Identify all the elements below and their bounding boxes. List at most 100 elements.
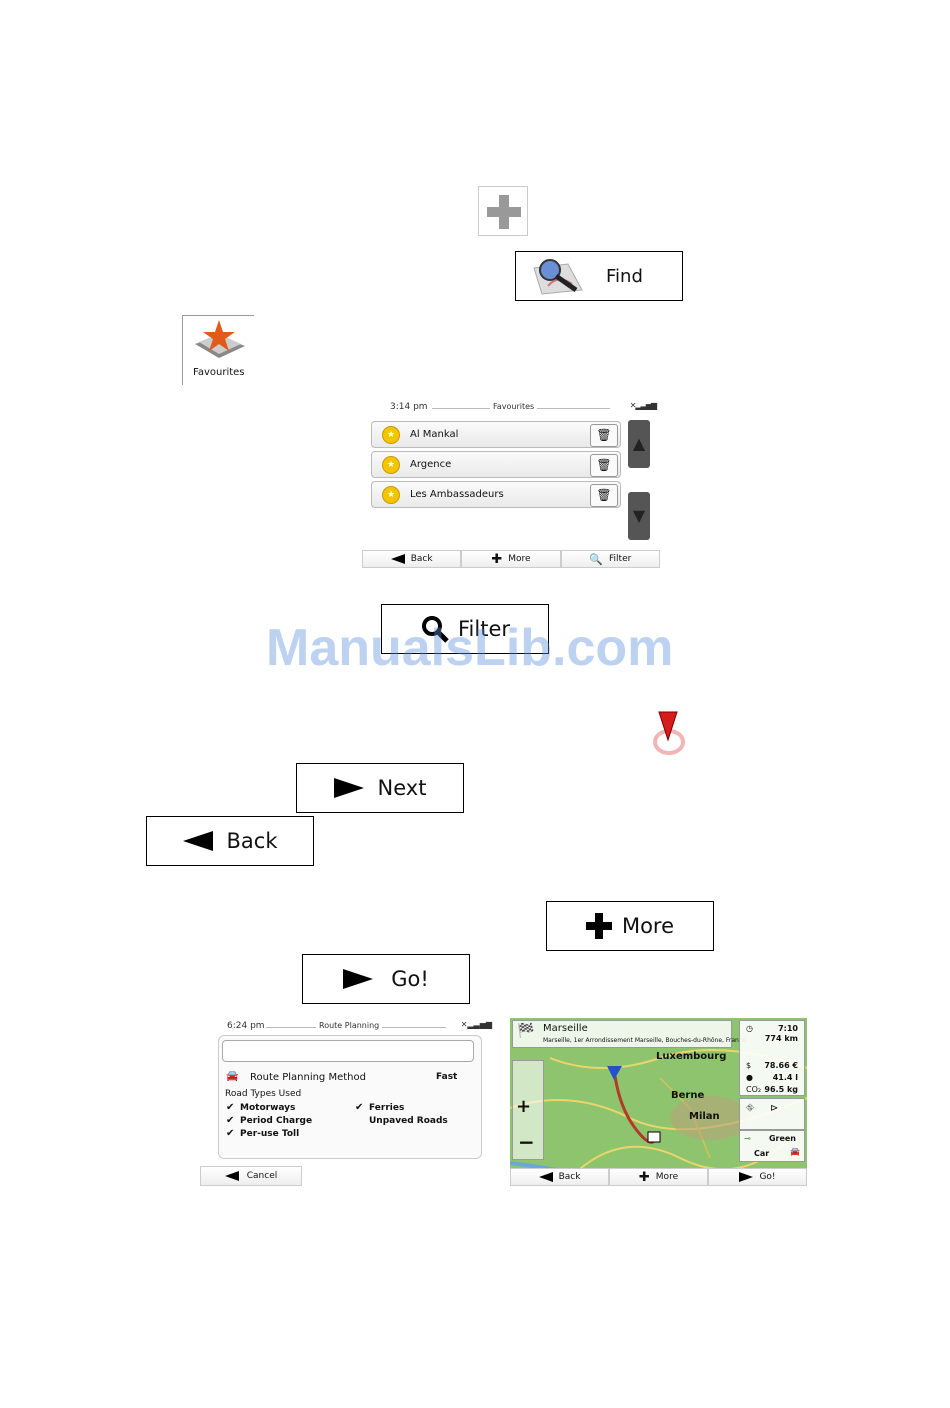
signal-icon: ✕▂▃▅▆ <box>629 401 657 410</box>
favourite-pin-icon: ★ <box>382 486 400 504</box>
favourite-pin-icon: ★ <box>382 456 400 474</box>
favourite-item[interactable]: ★ Les Ambassadeurs 🗑 <box>371 481 621 508</box>
route-planning-screen: 6:24 pm Route Planning ✕▂▃▅▆ 🚘 Route Pla… <box>200 1018 496 1186</box>
city-label: Luxembourg <box>656 1051 727 1062</box>
more-button[interactable]: More <box>546 901 714 951</box>
favourites-label: Favourites <box>193 367 245 378</box>
cost-icon: $ <box>746 1061 752 1070</box>
scroll-up-button[interactable]: ▲ <box>628 420 650 468</box>
magnifier-icon <box>421 616 449 643</box>
trash-icon[interactable]: 🗑 <box>590 484 618 507</box>
plus-icon <box>585 913 612 939</box>
cancel-button[interactable]: Cancel <box>200 1166 302 1186</box>
trash-icon[interactable]: 🗑 <box>590 454 618 477</box>
co2-value: 96.5 kg <box>764 1085 798 1094</box>
distance-value: 774 km <box>764 1034 798 1043</box>
route-mode-value: Green <box>768 1134 796 1143</box>
option-motorways[interactable]: Motorways <box>240 1103 296 1113</box>
plus-icon: ✚ <box>491 551 503 567</box>
magnifier-icon: 🔍 <box>589 552 604 566</box>
toll-icon: ⊳ <box>770 1103 779 1114</box>
co2-icon: CO₂ <box>746 1085 762 1094</box>
bottom-bar: Back ✚ More Go! <box>510 1168 807 1186</box>
check-icon: ✔ <box>226 1102 235 1113</box>
back-label: Back <box>226 829 278 853</box>
back-arrow-icon <box>390 554 405 564</box>
check-icon: ✔ <box>355 1102 364 1113</box>
destination-header: 🏁 Marseille Marseille, 1er Arrondissemen… <box>512 1020 746 1048</box>
favourite-item[interactable]: ★ Al Mankal 🗑 <box>371 421 621 448</box>
right-arrow-icon <box>343 969 374 989</box>
status-bar: 6:24 pm Route Planning ✕▂▃▅▆ <box>227 1020 492 1031</box>
road-types-label: Road Types Used <box>225 1089 302 1099</box>
go-label: Go! <box>391 967 429 991</box>
more-label: More <box>621 914 675 938</box>
clock-icon: ◷ <box>746 1024 753 1033</box>
find-button[interactable]: Find <box>515 251 683 301</box>
zoom-out-button[interactable]: − <box>518 1130 535 1154</box>
option-ferries[interactable]: Ferries <box>369 1103 405 1113</box>
scroll-down-button[interactable]: ▼ <box>628 492 650 540</box>
map-search-icon <box>533 259 583 295</box>
option-unpaved-roads[interactable]: Unpaved Roads <box>369 1116 448 1126</box>
left-arrow-icon <box>182 831 213 851</box>
fuel-icon: ● <box>746 1073 753 1082</box>
car-icon: 🚘 <box>226 1071 239 1082</box>
favourite-item[interactable]: ★ Argence 🗑 <box>371 451 621 478</box>
filter-button[interactable]: 🔍 Filter <box>560 550 660 568</box>
status-bar: 3:14 pm Favourites ✕▂▃▅▆ <box>362 400 660 418</box>
screen-title: Favourites <box>490 402 538 411</box>
motorway-icon: ⛗ <box>746 1103 754 1114</box>
signal-icon: ✕▂▃▅▆ <box>460 1020 492 1029</box>
car-icon: 🚘 <box>790 1147 800 1156</box>
route-type-icon: ⊸ <box>744 1134 751 1143</box>
right-arrow-icon <box>333 778 364 798</box>
route-method-value[interactable]: Fast <box>436 1072 458 1082</box>
route-input[interactable] <box>222 1040 474 1062</box>
favourites-button[interactable]: Favourites <box>182 315 254 385</box>
back-button[interactable]: Back <box>510 1168 609 1186</box>
watermark: ManualsLib.com <box>266 619 674 677</box>
checkered-flag-icon: 🏁 <box>517 1023 535 1039</box>
right-arrow-icon <box>739 1172 754 1182</box>
vehicle-value: Car <box>754 1149 770 1158</box>
back-arrow-icon <box>224 1171 239 1181</box>
destination-name: Marseille <box>543 1023 588 1034</box>
red-pin-icon <box>653 711 685 755</box>
next-label: Next <box>377 776 427 800</box>
screen-title: Route Planning <box>316 1021 383 1030</box>
go-button[interactable]: Go! <box>708 1168 807 1186</box>
zoom-in-button[interactable]: + <box>516 1096 532 1117</box>
city-label: Berne <box>671 1090 705 1101</box>
next-button[interactable]: Next <box>296 763 464 813</box>
back-button[interactable]: Back <box>362 550 462 568</box>
city-label: Milan <box>689 1111 720 1122</box>
check-icon: ✔ <box>226 1128 235 1139</box>
plus-button[interactable] <box>478 186 528 236</box>
option-period-charge[interactable]: Period Charge <box>240 1116 313 1126</box>
eta-value: 7:10 <box>778 1024 798 1033</box>
route-method-label: Route Planning Method <box>250 1072 366 1083</box>
option-per-use-toll[interactable]: Per-use Toll <box>240 1129 300 1139</box>
back-arrow-icon <box>538 1172 553 1182</box>
bottom-bar: Back ✚ More 🔍 Filter <box>362 550 660 568</box>
back-button[interactable]: Back <box>146 816 314 866</box>
plus-icon <box>487 195 521 229</box>
route-stats-panel: ◷ 7:10 774 km $ 78.66 € ● 41.4 l CO₂ 96.… <box>739 1020 805 1096</box>
filter-label: Filter <box>457 617 510 641</box>
find-label: Find <box>606 265 643 287</box>
zoom-panel <box>512 1060 544 1160</box>
go-button[interactable]: Go! <box>302 954 470 1004</box>
trash-icon[interactable]: 🗑 <box>590 424 618 447</box>
filter-button[interactable]: Filter <box>381 604 549 654</box>
route-options-panel[interactable]: ⛗ ⊳ <box>739 1098 805 1130</box>
plus-icon: ✚ <box>638 1169 650 1185</box>
favourite-pin-icon: ★ <box>382 426 400 444</box>
favourites-screen: 3:14 pm Favourites ✕▂▃▅▆ ★ Al Mankal 🗑 ★… <box>362 400 660 568</box>
route-profile-panel[interactable]: ⊸ Green Car 🚘 <box>739 1130 805 1162</box>
cost-value: 78.66 € <box>764 1061 798 1070</box>
more-button[interactable]: ✚ More <box>461 550 561 568</box>
favourites-icon <box>195 320 245 358</box>
check-icon: ✔ <box>226 1115 235 1126</box>
more-button[interactable]: ✚ More <box>609 1168 708 1186</box>
